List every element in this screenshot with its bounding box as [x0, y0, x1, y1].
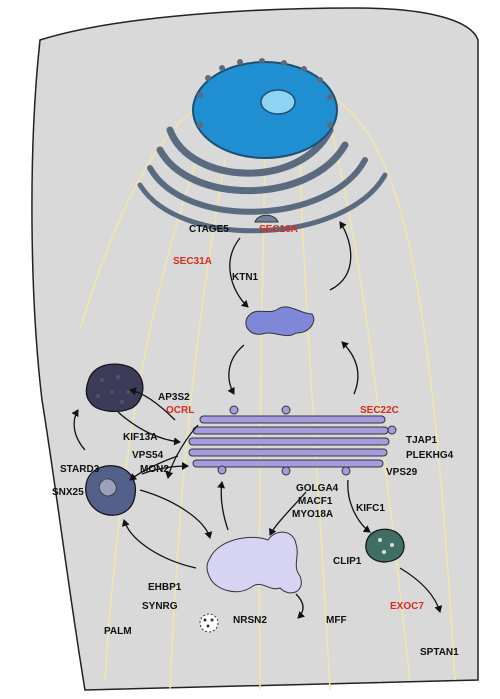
- label-sec22c: SEC22C: [360, 405, 399, 416]
- label-palm: PALM: [104, 626, 132, 637]
- secretory-vesicle: [365, 528, 405, 563]
- label-synrg: SYNRG: [142, 601, 178, 612]
- label-exoc7: EXOC7: [390, 601, 424, 612]
- label-vps54: VPS54: [132, 450, 164, 461]
- arrow-golgi-to-recycling: [269, 491, 307, 536]
- late-endosome: [85, 363, 144, 412]
- arrow-ergic-to-golgi: [227, 344, 245, 395]
- label-macf1: MACF1: [298, 496, 333, 507]
- transport-arrows: [71, 221, 443, 619]
- label-sptan1: SPTAN1: [420, 647, 459, 658]
- arrow-golgi-to-late-endosome: [129, 387, 176, 421]
- microtubule: [79, 109, 196, 331]
- arrow-recycling-up: [217, 481, 229, 531]
- golgi-stack: [188, 405, 397, 476]
- arrow-golgi-to-ergic: [341, 341, 359, 395]
- arrow-golgi-to-sorting: [129, 455, 179, 481]
- label-ehbp1: EHBP1: [148, 582, 182, 593]
- microtubule: [319, 89, 411, 681]
- golgi-cisternae: [137, 126, 388, 234]
- microtubule: [329, 94, 456, 681]
- membrane-vesicle-cargo: [203, 618, 214, 628]
- label-kif13a: KIF13A: [123, 432, 157, 443]
- label-ocrl: OCRL: [166, 405, 194, 416]
- label-clip1: CLIP1: [333, 556, 362, 567]
- label-vps29: VPS29: [386, 467, 418, 478]
- arrow-sorting-to-recycling: [139, 489, 213, 539]
- label-myo18a: MYO18A: [292, 509, 333, 520]
- label-snx25: SNX25: [52, 487, 84, 498]
- endosome-lumen: [98, 478, 117, 497]
- label-sec16a: SEC16A: [259, 224, 298, 235]
- label-mff: MFF: [326, 615, 347, 626]
- label-ktn1: KTN1: [232, 272, 259, 283]
- arrow-recycling-to-sorting: [121, 519, 197, 569]
- arrow-sorting-to-golgi: [141, 462, 189, 475]
- label-stard3: STARD3: [60, 464, 100, 475]
- label-sec31a: SEC31A: [173, 256, 212, 267]
- vesicle-content: [378, 538, 394, 554]
- label-mon2: MON2: [140, 464, 169, 475]
- protein-labels: CTAGE5 SEC16A SEC31A KTN1 AP3S2 OCRL SEC…: [52, 224, 459, 658]
- arrow-er-to-ergic: [229, 237, 249, 308]
- label-ctage5: CTAGE5: [189, 224, 229, 235]
- er-exit-site: [254, 214, 279, 223]
- label-plekhg4: PLEKHG4: [406, 450, 454, 461]
- arrow-vesicle-to-membrane: [399, 567, 443, 613]
- label-tjap1: TJAP1: [406, 435, 438, 446]
- arrow-ergic-to-er: [329, 221, 352, 291]
- cell-membrane: [31, 7, 479, 691]
- membrane-vesicle: [199, 613, 219, 633]
- nuclear-pores: [197, 58, 333, 128]
- ergic-compartment: [245, 306, 315, 337]
- label-golga4: GOLGA4: [296, 483, 339, 494]
- arrow-late-endosome-up: [71, 409, 86, 451]
- label-nrsn2: NRSN2: [233, 615, 267, 626]
- label-kifc1: KIFC1: [356, 503, 385, 514]
- arrow-golgi-to-vesicle: [347, 479, 371, 533]
- microtubule: [169, 159, 226, 691]
- arrow-late-to-sort: [117, 411, 181, 446]
- intraluminal-vesicles: [96, 375, 130, 404]
- arrow-recycling-to-membrane: [295, 593, 306, 619]
- recycling-endosome: [206, 531, 302, 594]
- arrow-ergic-back-loop: [165, 424, 199, 479]
- nucleolus: [260, 89, 296, 115]
- label-ap3s2: AP3S2: [158, 392, 190, 403]
